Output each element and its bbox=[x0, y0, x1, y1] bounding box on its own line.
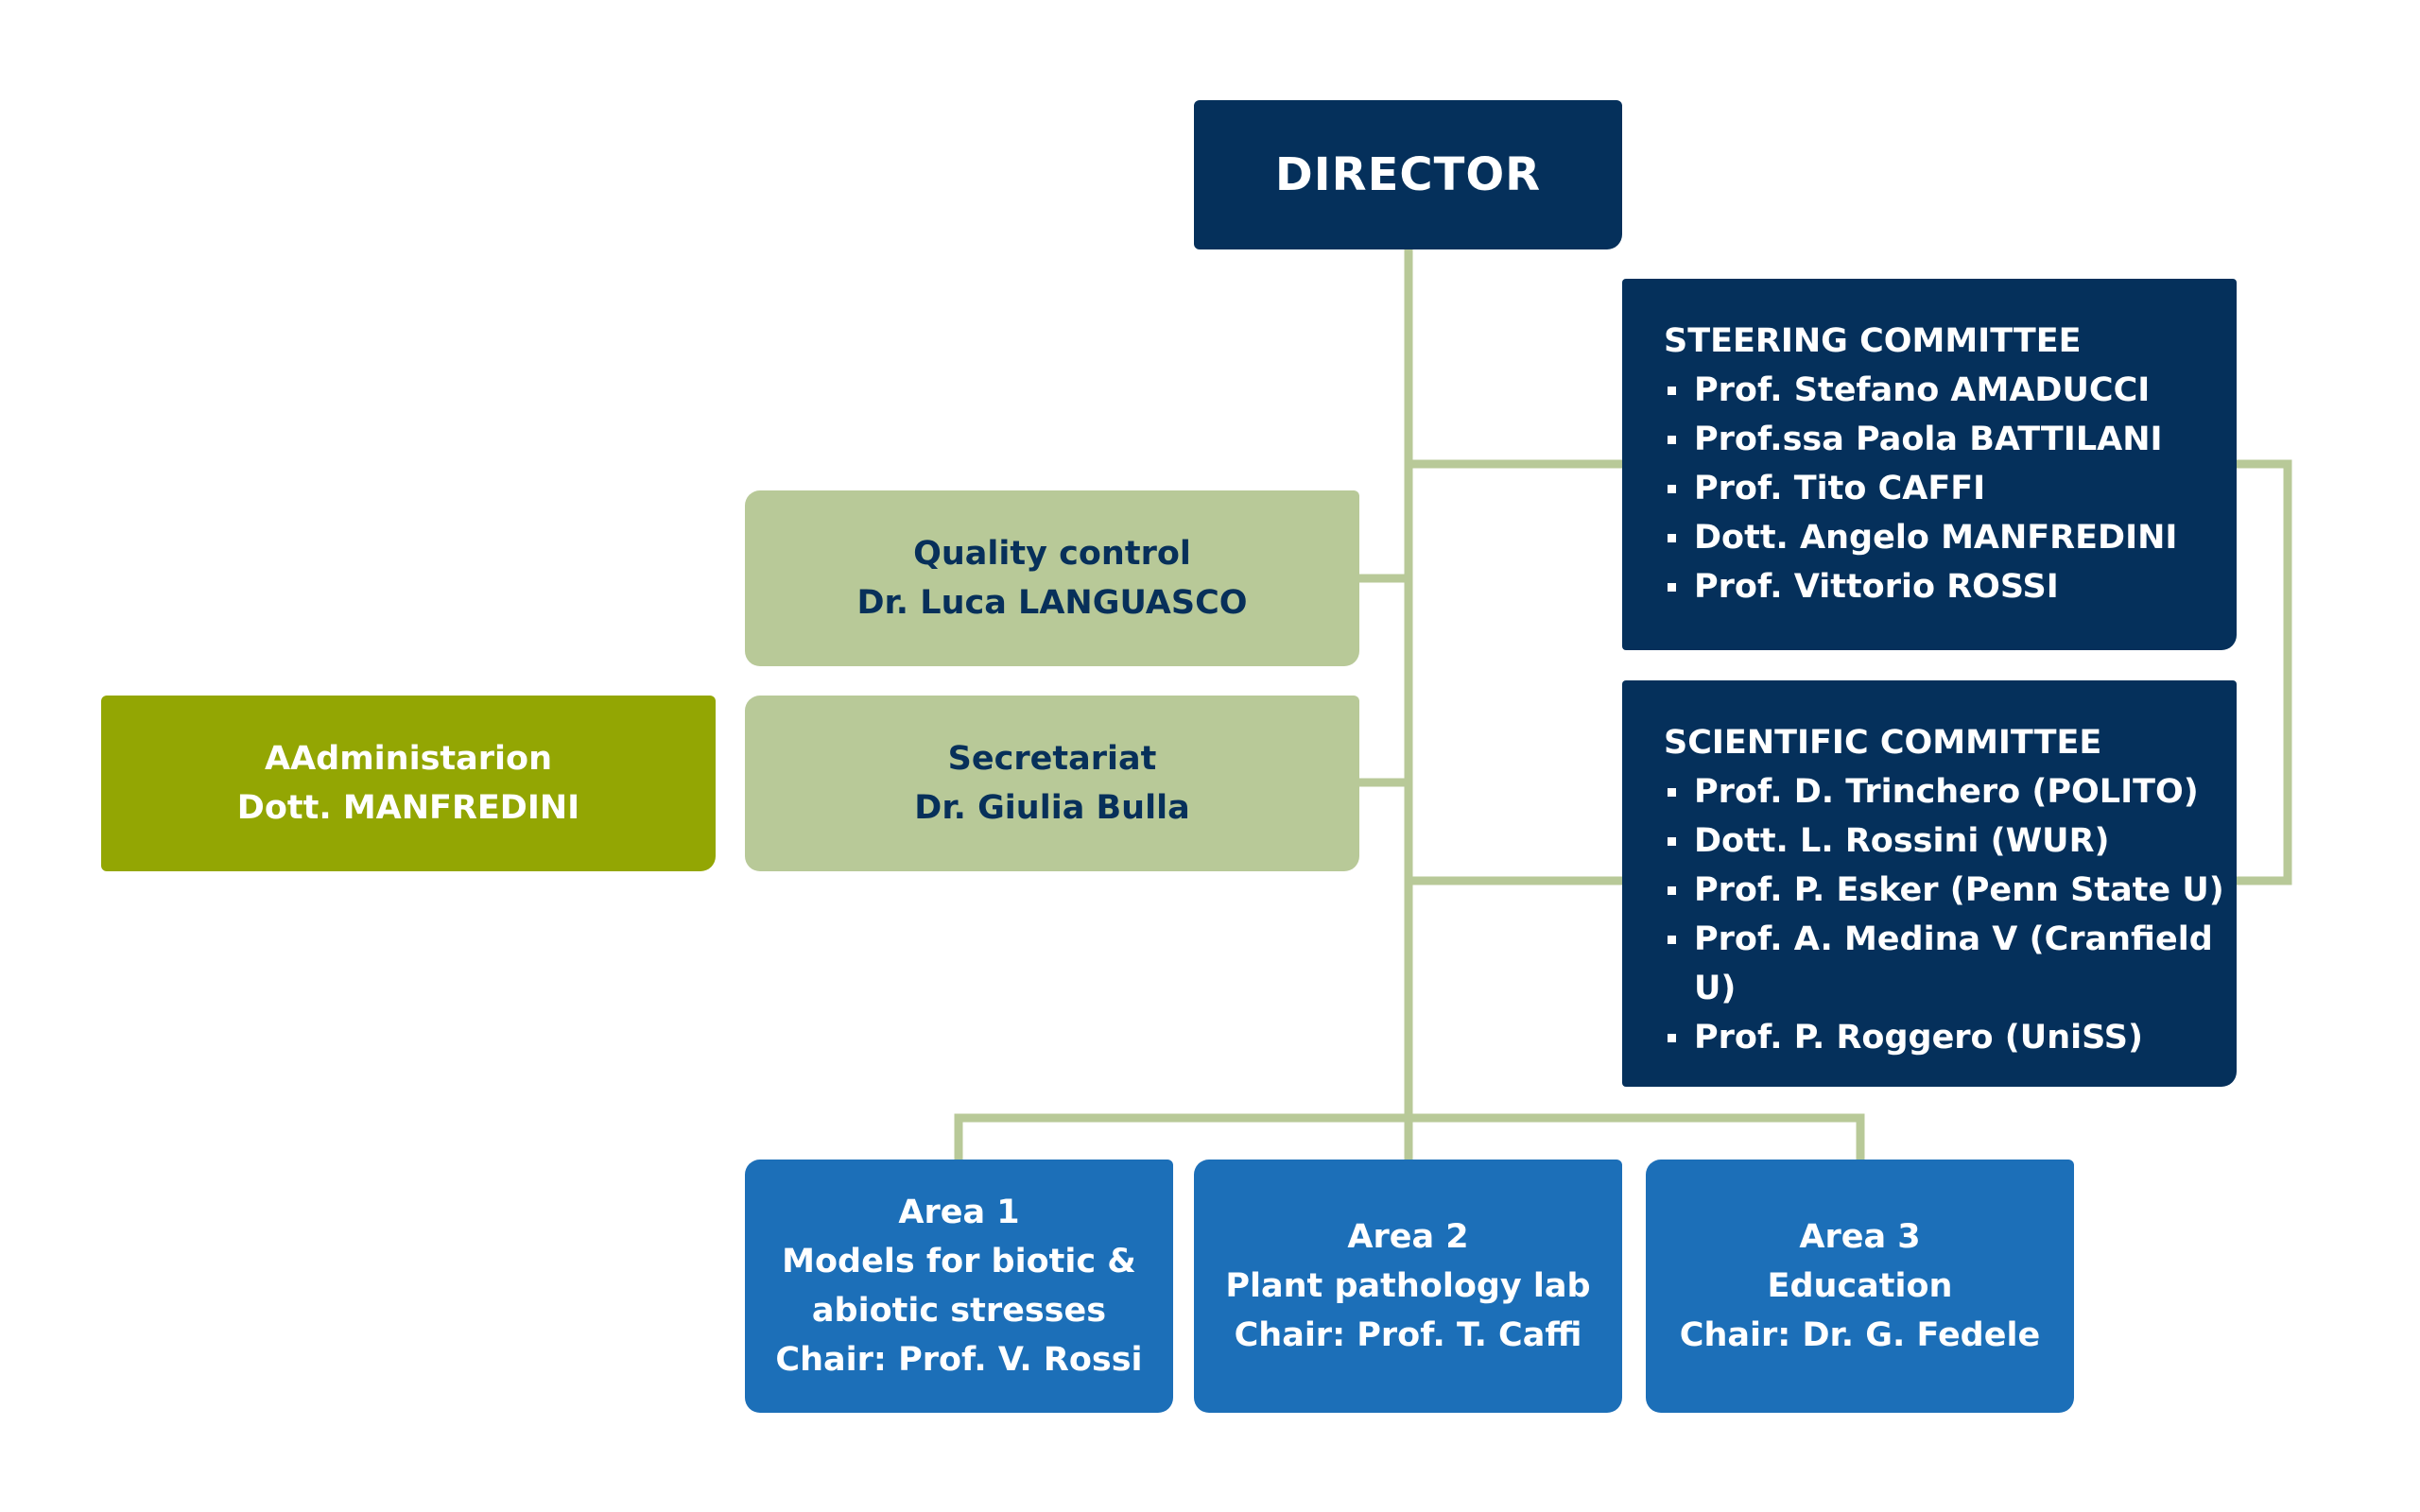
list-item: Prof. P. Roggero (UniSS) bbox=[1664, 1013, 2237, 1062]
steering-committee-box: STEERING COMMITTEE Prof. Stefano AMADUCC… bbox=[1622, 279, 2237, 650]
area-1-title: Area 1 bbox=[898, 1194, 1020, 1231]
area-1-box: Area 1 Models for biotic & abiotic stres… bbox=[745, 1160, 1173, 1413]
link-committees-bracket bbox=[2232, 459, 2292, 885]
area-2-box: Area 2 Plant pathology lab Chair: Prof. … bbox=[1194, 1160, 1622, 1413]
square-bullet-icon bbox=[1668, 1034, 1676, 1042]
area-2-chair: Chair: Prof. T. Caffi bbox=[1234, 1316, 1582, 1354]
scientific-committee-list: Prof. D. Trinchero (POLITO) Dott. L. Ros… bbox=[1664, 767, 2237, 1062]
administration-title: AAdministarion bbox=[264, 740, 552, 778]
area-3-description: Education bbox=[1767, 1267, 1953, 1305]
list-item: Dott. Angelo MANFREDINI bbox=[1664, 513, 2237, 562]
square-bullet-icon bbox=[1668, 485, 1676, 493]
list-item: Prof.ssa Paola BATTILANI bbox=[1664, 415, 2237, 464]
square-bullet-icon bbox=[1668, 534, 1676, 542]
square-bullet-icon bbox=[1668, 583, 1676, 592]
list-item: Prof. D. Trinchero (POLITO) bbox=[1664, 767, 2237, 816]
administration-person: Dott. MANFREDINI bbox=[236, 789, 580, 827]
square-bullet-icon bbox=[1668, 387, 1676, 395]
area-3-title: Area 3 bbox=[1799, 1218, 1921, 1256]
quality-control-person: Dr. Luca LANGUASCO bbox=[856, 584, 1248, 622]
area-3-box: Area 3 Education Chair: Dr. G. Fedele bbox=[1646, 1160, 2074, 1413]
square-bullet-icon bbox=[1668, 788, 1676, 797]
list-item: Prof. P. Esker (Penn State U) bbox=[1664, 866, 2237, 915]
scientific-committee-title: SCIENTIFIC COMMITTEE bbox=[1664, 724, 2102, 762]
secretariat-title: Secretariat bbox=[947, 740, 1157, 778]
square-bullet-icon bbox=[1668, 837, 1676, 846]
secretariat-box: Secretariat Dr. Giulia Bulla bbox=[745, 696, 1359, 871]
steering-committee-title: STEERING COMMITTEE bbox=[1664, 322, 2082, 360]
director-label: DIRECTOR bbox=[1274, 148, 1542, 201]
scientific-committee-box: SCIENTIFIC COMMITTEE Prof. D. Trinchero … bbox=[1622, 680, 2237, 1087]
area-1-description: Models for biotic & bbox=[782, 1243, 1136, 1280]
list-item: Dott. L. Rossini (WUR) bbox=[1664, 816, 2237, 866]
area-3-chair: Chair: Dr. G. Fedele bbox=[1679, 1316, 2041, 1354]
steering-committee-list: Prof. Stefano AMADUCCI Prof.ssa Paola BA… bbox=[1664, 366, 2237, 611]
quality-control-title: Quality control bbox=[913, 535, 1191, 573]
list-item: Prof. A. Medina V (Cranfield U) bbox=[1664, 915, 2237, 1013]
square-bullet-icon bbox=[1668, 436, 1676, 444]
quality-control-box: Quality control Dr. Luca LANGUASCO bbox=[745, 490, 1359, 666]
square-bullet-icon bbox=[1668, 886, 1676, 895]
area-2-title: Area 2 bbox=[1347, 1218, 1469, 1256]
square-bullet-icon bbox=[1668, 936, 1676, 944]
administration-box: AAdministarion Dott. MANFREDINI bbox=[101, 696, 716, 871]
secretariat-person: Dr. Giulia Bulla bbox=[914, 789, 1190, 827]
list-item: Prof. Vittorio ROSSI bbox=[1664, 562, 2237, 611]
director-box: DIRECTOR bbox=[1194, 100, 1622, 249]
area-1-description: abiotic stresses bbox=[811, 1292, 1107, 1330]
area-1-chair: Chair: Prof. V. Rossi bbox=[775, 1341, 1143, 1379]
list-item: Prof. Tito CAFFI bbox=[1664, 464, 2237, 513]
area-2-description: Plant pathology lab bbox=[1225, 1267, 1591, 1305]
list-item: Prof. Stefano AMADUCCI bbox=[1664, 366, 2237, 415]
